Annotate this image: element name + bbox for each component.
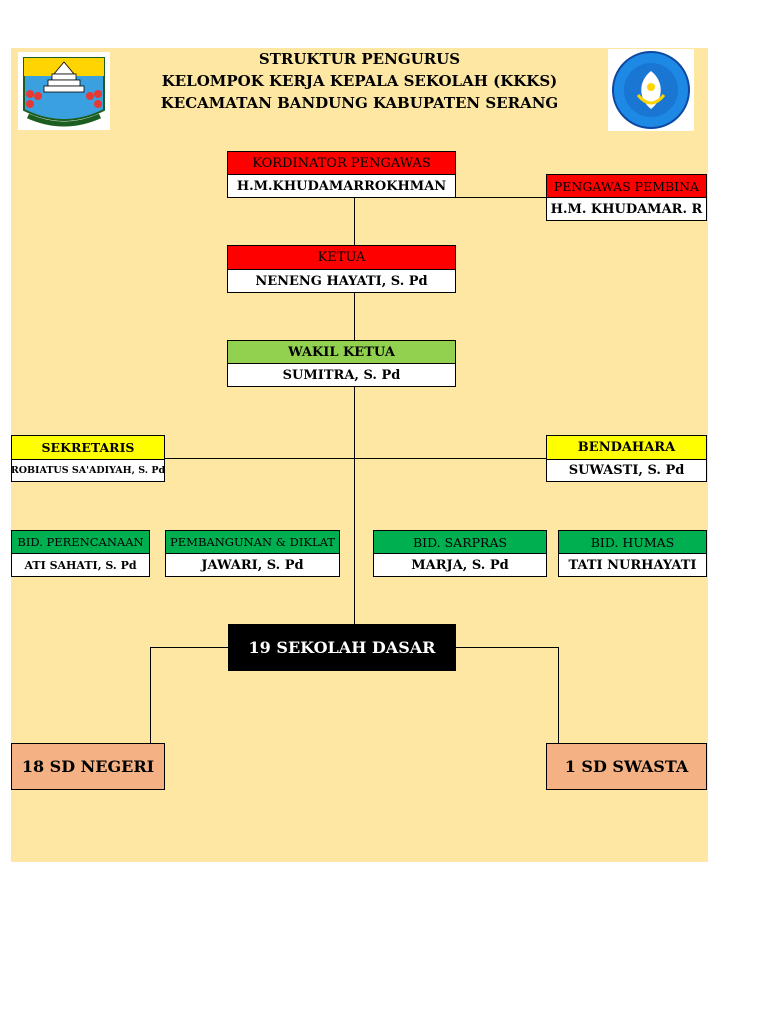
- chart-title-line-1: STRUKTUR PENGURUS: [258, 50, 461, 68]
- node-title: BENDAHARA: [547, 436, 706, 460]
- schools-branch-right-horizontal: [456, 647, 559, 648]
- node-name: H.M.KHUDAMARROKHMAN: [228, 175, 455, 197]
- trunk-line: [354, 198, 355, 624]
- node-title: KORDINATOR PENGAWAS: [228, 152, 455, 175]
- pembina-connector: [455, 197, 546, 198]
- node-title: PEMBANGUNAN & DIKLAT: [166, 531, 339, 554]
- schools-branch-left-vertical: [150, 647, 151, 743]
- node-bid-perencanaan: BID. PERENCANAAN ATI SAHATI, S. Pd: [11, 530, 150, 577]
- node-pengawas-pembina: PENGAWAS PEMBINA H.M. KHUDAMAR. R: [546, 174, 707, 221]
- node-name: ATI SAHATI, S. Pd: [12, 554, 149, 576]
- node-title: BID. PERENCANAAN: [12, 531, 149, 554]
- chart-title-line-3: KECAMATAN BANDUNG KABUPATEN SERANG: [160, 94, 559, 112]
- node-kordinator-pengawas: KORDINATOR PENGAWAS H.M.KHUDAMARROKHMAN: [227, 151, 456, 198]
- node-ketua: KETUA NENENG HAYATI, S. Pd: [227, 245, 456, 293]
- node-name: MARJA, S. Pd: [374, 554, 546, 576]
- node-wakil-ketua: WAKIL KETUA SUMITRA, S. Pd: [227, 340, 456, 387]
- node-bid-sarpras: BID. SARPRAS MARJA, S. Pd: [373, 530, 547, 577]
- node-title: WAKIL KETUA: [228, 341, 455, 364]
- node-title: BID. HUMAS: [559, 531, 706, 554]
- node-18-sd-negeri: 18 SD NEGERI: [11, 743, 165, 790]
- node-name: NENENG HAYATI, S. Pd: [228, 270, 455, 292]
- node-name: H.M. KHUDAMAR. R: [547, 198, 706, 220]
- node-title: KETUA: [228, 246, 455, 270]
- serang-regency-emblem-icon: [18, 52, 110, 130]
- schools-branch-right-vertical: [558, 647, 559, 743]
- node-name: SUWASTI, S. Pd: [547, 460, 706, 481]
- node-bid-humas: BID. HUMAS TATI NURHAYATI: [558, 530, 707, 577]
- node-bendahara: BENDAHARA SUWASTI, S. Pd: [546, 435, 707, 482]
- node-name: JAWARI, S. Pd: [166, 554, 339, 576]
- node-name: SUMITRA, S. Pd: [228, 364, 455, 386]
- schools-branch-left-horizontal: [150, 647, 228, 648]
- node-title: SEKRETARIS: [12, 436, 164, 460]
- node-19-sekolah-dasar: 19 SEKOLAH DASAR: [228, 624, 456, 671]
- node-1-sd-swasta: 1 SD SWASTA: [546, 743, 707, 790]
- node-sekretaris: SEKRETARIS ROBIATUS SA'ADIYAH, S. Pd: [11, 435, 165, 482]
- node-name: TATI NURHAYATI: [559, 554, 706, 576]
- node-name: ROBIATUS SA'ADIYAH, S. Pd: [12, 460, 164, 481]
- node-title: BID. SARPRAS: [374, 531, 546, 554]
- staff-connector: [165, 458, 546, 459]
- node-pembangunan-diklat: PEMBANGUNAN & DIKLAT JAWARI, S. Pd: [165, 530, 340, 577]
- tut-wuri-handayani-emblem-icon: [608, 49, 694, 131]
- node-title: PENGAWAS PEMBINA: [547, 175, 706, 198]
- chart-title-line-2: KELOMPOK KERJA KEPALA SEKOLAH (KKKS): [161, 72, 558, 90]
